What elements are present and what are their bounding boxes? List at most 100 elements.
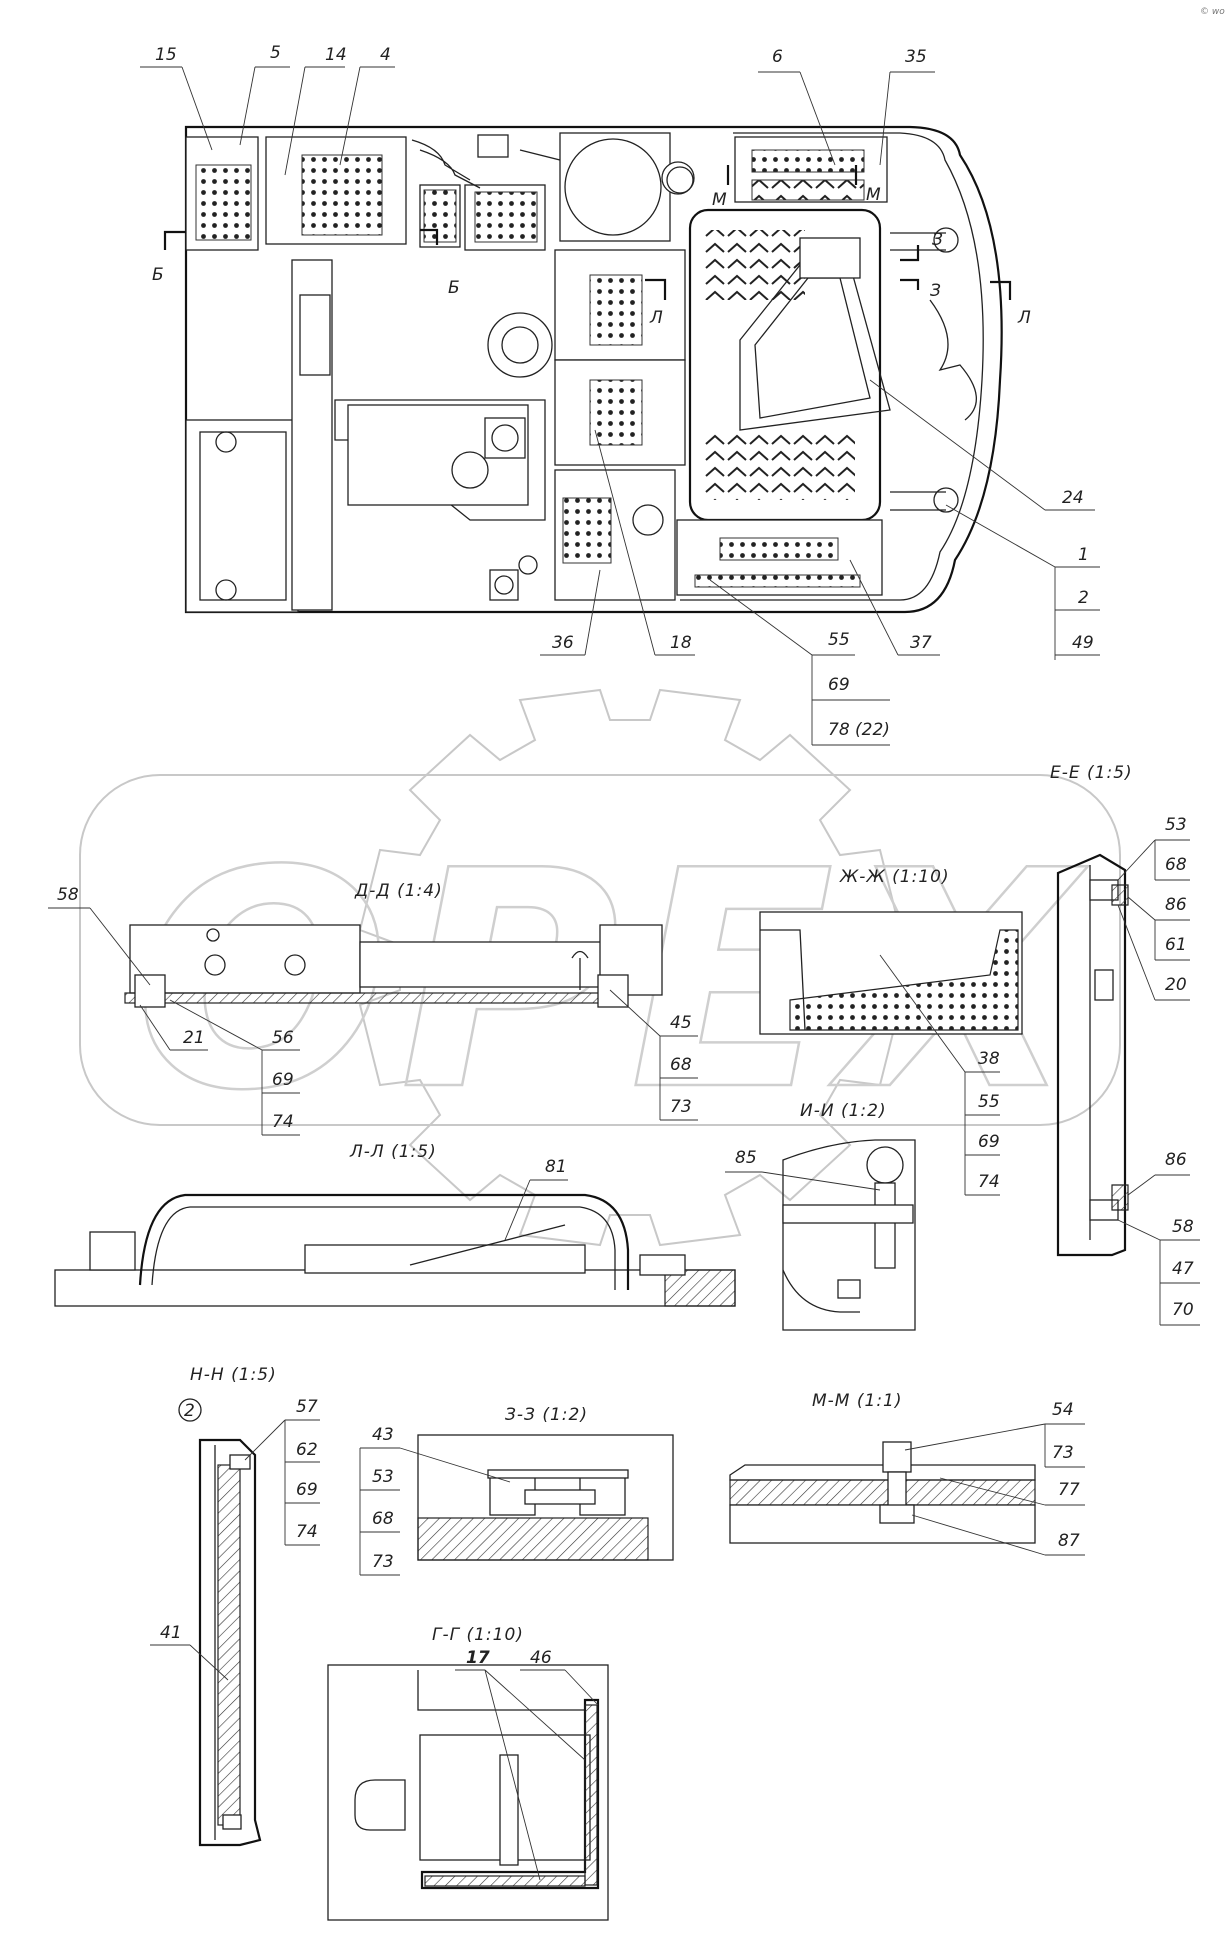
zhzh-bracket	[760, 929, 806, 1031]
cut-mark-m1: М	[712, 190, 727, 210]
mm-bolt-head-54	[882, 1441, 912, 1473]
section-ee-body	[1056, 853, 1127, 1257]
section-ee: Е-Е (1:5) 53 68 86 61 20 86 58 47	[1050, 763, 1200, 1326]
main-plan-view: 15 5 14 4 6 35 24 1 2 49 36 18 55	[140, 43, 1100, 746]
dd-plate	[124, 992, 621, 1004]
cut-line-l-right	[990, 280, 1012, 300]
dd-label-21: 21	[183, 1028, 205, 1048]
perforated-panel-upper	[589, 274, 643, 346]
driveshaft-yoke	[299, 294, 331, 376]
gg-seal-hatch	[584, 1704, 598, 1886]
zz-pin	[524, 1489, 596, 1505]
mm-label-77: 77	[1058, 1480, 1080, 1500]
engine-pulley	[487, 312, 553, 378]
perforated-panel-36	[562, 497, 612, 564]
zhzh-mesh-38	[789, 929, 1019, 1031]
nn-seal-41	[217, 1464, 241, 1826]
label-36: 36	[552, 633, 574, 653]
ee-label-53: 53	[1165, 815, 1187, 835]
pipe-flange	[477, 134, 509, 158]
mm-label-87: 87	[1058, 1531, 1080, 1551]
pivot-lower	[933, 487, 959, 513]
ee-label-86b: 86	[1165, 1150, 1187, 1170]
zhzh-label-38: 38	[978, 1049, 1000, 1069]
ll-handle-arc-inner	[151, 1206, 616, 1290]
nn-label-69: 69	[296, 1480, 318, 1500]
ee-hinge	[1094, 969, 1114, 1001]
section-ii-title: И-И (1:2)	[800, 1101, 887, 1121]
cut-mark-z1: З	[932, 230, 943, 250]
cut-mark-b2: Б	[448, 278, 460, 298]
label-37: 37	[910, 633, 932, 653]
section-gg: Г-Г (1:10) 17 46	[327, 1625, 609, 1921]
cab-window-slot	[799, 237, 861, 279]
ii-stem	[874, 1182, 896, 1269]
perforated-panel-15	[195, 164, 252, 241]
corner-mark: © wo	[1200, 7, 1225, 17]
label-6: 6	[772, 47, 783, 67]
perforated-panel-tank	[474, 191, 538, 243]
chevron-grille-upper	[705, 230, 805, 300]
zz-top-bar	[487, 1469, 629, 1479]
flywheel	[451, 451, 489, 489]
perforated-panel-filter	[423, 189, 457, 243]
cut-line-b-right	[420, 228, 439, 245]
gg-window	[354, 1779, 406, 1831]
label-35: 35	[905, 47, 927, 67]
instrument-panel	[666, 166, 694, 194]
ee-label-20: 20	[1165, 975, 1187, 995]
perforated-panel-37	[719, 537, 839, 561]
nn-panel	[198, 1438, 262, 1847]
ll-block-right	[639, 1254, 686, 1276]
label-55: 55	[828, 630, 850, 650]
dd-housing	[129, 924, 361, 994]
oil-filter	[489, 569, 519, 601]
chevron-panel-top	[751, 179, 865, 201]
dd-label-56: 56	[272, 1028, 294, 1048]
ii-knob	[866, 1146, 904, 1184]
watermark-plate	[79, 774, 1121, 1126]
nn-label-57: 57	[296, 1397, 318, 1417]
label-2: 2	[1078, 588, 1089, 608]
ll-handle-arc	[138, 1193, 630, 1290]
ee-label-61: 61	[1165, 935, 1187, 955]
cut-mark-m2: М	[866, 185, 881, 205]
section-mm: М-М (1:1) 54 73 77 87	[729, 1391, 1085, 1556]
nn-label-62: 62	[296, 1440, 318, 1460]
zz-label-68: 68	[372, 1509, 394, 1529]
ll-base	[54, 1269, 736, 1307]
cab-funnel-inner	[754, 277, 871, 419]
dd-bolt-2	[284, 954, 306, 976]
bracket-lower	[890, 491, 946, 511]
ll-labels: 81	[504, 1157, 568, 1241]
label-15: 15	[155, 45, 177, 65]
perforated-panel-18	[589, 379, 643, 446]
zz-label-53: 53	[372, 1467, 394, 1487]
cut-line-z-top	[900, 245, 920, 262]
ii-bolt	[837, 1279, 861, 1299]
hydraulic-tank	[564, 138, 662, 236]
rear-frame-inner	[199, 431, 287, 601]
ee-label-86a: 86	[1165, 895, 1187, 915]
section-mm-title: М-М (1:1)	[812, 1391, 903, 1411]
dd-clamp-left	[134, 974, 166, 1008]
section-ll-title: Л-Л (1:5)	[349, 1142, 437, 1162]
cut-mark-l1: Л	[649, 308, 663, 328]
label-49: 49	[1072, 633, 1094, 653]
ii-ledge	[782, 1204, 914, 1224]
section-ii: И-И (1:2) 85	[725, 1101, 916, 1331]
access-hole	[632, 504, 664, 536]
label-78: 78 (22)	[828, 720, 890, 740]
rear-lug-upper	[215, 431, 237, 453]
gg-seal-17	[420, 1698, 600, 1890]
section-zz: З-З (1:2) 43 53 68 73	[359, 1405, 674, 1576]
zz-labels: 43 53 68 73	[359, 1425, 511, 1576]
mm-panel-hatch	[729, 1479, 1036, 1506]
mm-labels: 54 73 77 87	[904, 1400, 1085, 1556]
dd-bolt-3	[206, 928, 220, 942]
cut-line-z-bottom	[900, 278, 920, 290]
section-ll: Л-Л (1:5) 81	[54, 1142, 736, 1307]
ii-cutout	[782, 1269, 860, 1313]
nn-labels: 57 62 69 74 41	[150, 1397, 320, 1681]
hydraulic-tank-frame	[559, 132, 671, 242]
